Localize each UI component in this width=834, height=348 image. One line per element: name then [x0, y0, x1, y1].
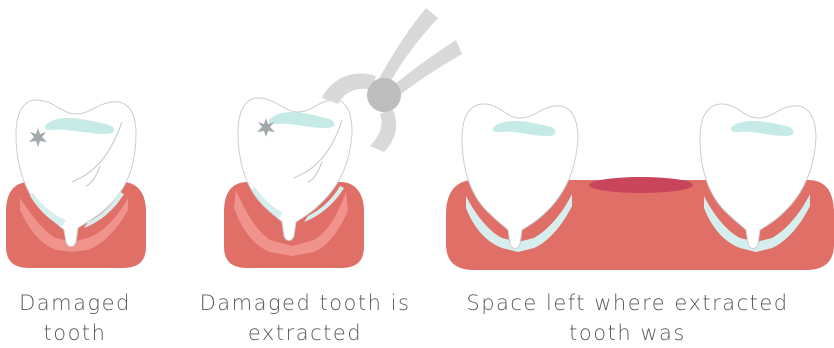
caption-line: tooth: [0, 318, 150, 348]
caption-tooth-extracted: Damaged tooth is extracted: [180, 288, 430, 348]
caption-line: Space left where extracted: [455, 288, 800, 318]
caption-line: extracted: [180, 318, 430, 348]
panel-extracted-tooth: [224, 8, 462, 268]
caption-line: Damaged tooth is: [180, 288, 430, 318]
panel-damaged-tooth: [6, 100, 146, 268]
caption-line: Damaged: [0, 288, 150, 318]
caption-space-left: Space left where extracted tooth was: [455, 288, 800, 348]
empty-socket: [589, 177, 693, 193]
caption-line: tooth was: [455, 318, 800, 348]
panel-empty-socket: [446, 104, 834, 270]
forceps-pivot: [367, 78, 401, 112]
caption-damaged-tooth: Damaged tooth: [0, 288, 150, 348]
